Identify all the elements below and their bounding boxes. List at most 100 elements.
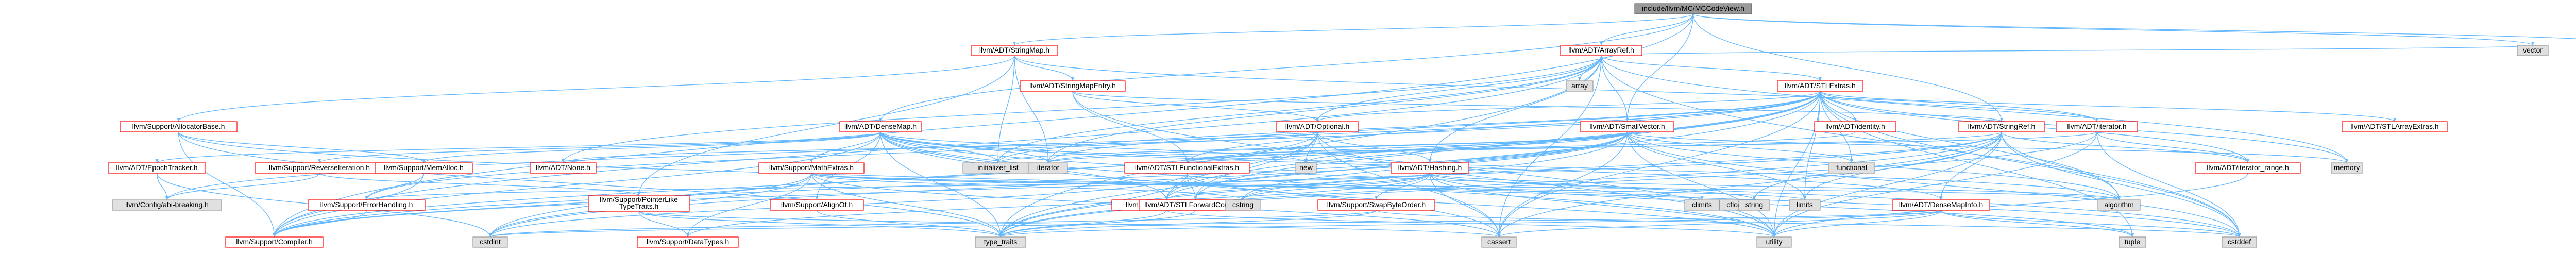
node-functional[interactable]: functional	[1828, 162, 1875, 174]
node-label: tuple	[2125, 238, 2141, 246]
node-cstdint[interactable]: cstdint	[472, 236, 508, 248]
node-stlextras[interactable]: llvm/ADT/STLExtras.h	[1777, 80, 1863, 92]
node-cstring[interactable]: cstring	[1225, 199, 1261, 211]
node-box	[1634, 3, 1752, 14]
node-optional[interactable]: llvm/ADT/Optional.h	[1276, 121, 1359, 132]
node-epochtracker[interactable]: llvm/ADT/EpochTracker.h	[108, 162, 206, 174]
edge-arrowhead	[177, 118, 180, 122]
edge-stlextras-typetraits	[1166, 91, 1821, 200]
edge-smallvector-utility	[1626, 131, 1775, 238]
node-stringref[interactable]: llvm/ADT/StringRef.h	[1958, 121, 2045, 132]
node-box	[1738, 199, 1770, 211]
node-typetraitsstd[interactable]: type_traits	[975, 236, 1026, 248]
node-stlfunc[interactable]: llvm/ADT/STLFunctionalExtras.h	[1124, 162, 1250, 174]
node-label: utility	[1766, 238, 1783, 246]
edge-mathextras-algorithm	[811, 173, 2120, 200]
node-allocbase[interactable]: llvm/Support/AllocatorBase.h	[120, 121, 238, 132]
node-label: llvm/Support/ErrorHandling.h	[320, 200, 413, 209]
edge-memalloc-errhandling	[366, 173, 425, 200]
node-new[interactable]: new	[1295, 162, 1317, 174]
node-iterator[interactable]: llvm/ADT/iterator.h	[2056, 121, 2138, 132]
node-iteratorstd[interactable]: iterator	[1028, 162, 1068, 174]
node-none[interactable]: llvm/ADT/None.h	[530, 162, 597, 174]
edge-stlextras-iteratorstd	[1047, 91, 1821, 163]
node-vector[interactable]: vector	[2517, 45, 2549, 56]
node-reverseiter[interactable]: llvm/Support/ReverseIteration.h	[255, 162, 384, 174]
node-box	[1580, 121, 1674, 132]
edge-arrowhead	[155, 159, 159, 163]
edge-stlextras-limits	[1804, 91, 1821, 200]
edge-arrowhead	[996, 159, 999, 163]
node-swapbyte[interactable]: llvm/Support/SwapByteOrder.h	[1317, 199, 1435, 211]
node-utility[interactable]: utility	[1756, 236, 1792, 248]
node-box	[1225, 199, 1261, 211]
edge-errhandling-compiler	[274, 210, 367, 238]
node-box	[2222, 236, 2257, 248]
node-densemapinfo[interactable]: llvm/ADT/DenseMapInfo.h	[1892, 199, 1990, 211]
node-array[interactable]: array	[1566, 80, 1594, 92]
edge-arrowhead	[1600, 42, 1603, 45]
node-stlarrayextras[interactable]: llvm/ADT/STLArrayExtras.h	[2342, 121, 2448, 132]
edge-allocbase-compiler	[178, 131, 275, 238]
edge-densemapinfo-cassert	[1498, 210, 1942, 238]
node-label: llvm/ADT/iterator.h	[2067, 122, 2126, 130]
edge-iterator-iteratorstd	[1047, 131, 2097, 163]
edge-hashing-datatypes	[687, 173, 1431, 238]
node-densemap[interactable]: llvm/ADT/DenseMap.h	[839, 121, 922, 132]
node-identity[interactable]: llvm/ADT/identity.h	[1814, 121, 1896, 132]
node-string[interactable]: string	[1738, 199, 1770, 211]
edge-stlextras-iterator	[1820, 91, 2097, 122]
node-cstddef[interactable]: cstddef	[2222, 236, 2257, 248]
node-label: TypeTraits.h	[619, 202, 659, 210]
edge-arrayref-optional	[1317, 55, 1602, 122]
edge-arrayref-hashing	[1429, 55, 1602, 163]
node-box	[2342, 121, 2448, 132]
node-algorithm[interactable]: algorithm	[2097, 199, 2141, 211]
node-memalloc[interactable]: llvm/Support/MemAlloc.h	[375, 162, 473, 174]
node-alignof[interactable]: llvm/Support/AlignOf.h	[770, 199, 864, 211]
node-smallvector[interactable]: llvm/ADT/SmallVector.h	[1580, 121, 1674, 132]
node-box	[839, 121, 922, 132]
edge-arrowhead	[2246, 159, 2249, 163]
node-compiler[interactable]: llvm/Support/Compiler.h	[225, 236, 324, 248]
edge-allocbase-typetraitsstd	[178, 131, 1001, 238]
edge-smallvector-cstddef	[1626, 131, 2240, 238]
node-root[interactable]: include/llvm/MC/MCCodeView.h	[1634, 3, 1752, 14]
node-hashing[interactable]: llvm/ADT/Hashing.h	[1391, 162, 1469, 174]
node-mathextras[interactable]: llvm/Support/MathExtras.h	[758, 162, 865, 174]
edge-densemap-algorithm	[880, 131, 2120, 200]
edge-hashing-string	[1429, 173, 1755, 200]
node-stringmap[interactable]: llvm/ADT/StringMap.h	[971, 45, 1058, 56]
node-stlfwdcompat[interactable]: llvm/ADT/STLForwardCompat.h	[1139, 199, 1252, 211]
node-climits[interactable]: climits	[1684, 199, 1720, 211]
node-arrayref[interactable]: llvm/ADT/ArrayRef.h	[1560, 45, 1642, 56]
edge-arrayref-typetraitsstd	[1000, 55, 1602, 238]
node-stringmapentry[interactable]: llvm/ADT/StringMapEntry.h	[1020, 80, 1126, 92]
node-datatypes[interactable]: llvm/Support/DataTypes.h	[637, 236, 739, 248]
node-tuple[interactable]: tuple	[2119, 236, 2146, 248]
node-memory[interactable]: memory	[2331, 162, 2363, 174]
edge-root-arrayref	[1601, 13, 1694, 46]
edge-densemap-iteratorstd	[880, 131, 1049, 163]
edge-iterator-iterrange	[2096, 131, 2248, 163]
edge-optional-hashing	[1317, 131, 1431, 163]
edge-stringmapentry-stlfunc	[1072, 91, 1188, 163]
node-initlist[interactable]: initializer_list	[962, 162, 1033, 174]
edge-arrowhead	[2131, 233, 2134, 237]
node-errhandling[interactable]: llvm/Support/ErrorHandling.h	[308, 199, 426, 211]
edge-swapbyte-cstddef	[1376, 210, 2240, 238]
node-limits[interactable]: limits	[1789, 199, 1821, 211]
node-box	[1814, 121, 1896, 132]
edge-densemap-epochtracker	[156, 131, 881, 163]
edge-smallvector-typetraitsstd	[1000, 131, 1628, 238]
node-label: llvm/ADT/SmallVector.h	[1589, 122, 1665, 130]
node-cassert[interactable]: cassert	[1481, 236, 1517, 248]
node-label: new	[1299, 163, 1313, 172]
node-box	[1566, 80, 1594, 92]
edge-arrowhead	[562, 159, 565, 163]
node-label: llvm/ADT/STLExtras.h	[1785, 81, 1856, 90]
node-iterrange[interactable]: llvm/ADT/iterator_range.h	[2195, 162, 2301, 174]
node-box	[1828, 162, 1875, 174]
node-abiconfig[interactable]: llvm/Config/abi-breaking.h	[112, 199, 222, 211]
